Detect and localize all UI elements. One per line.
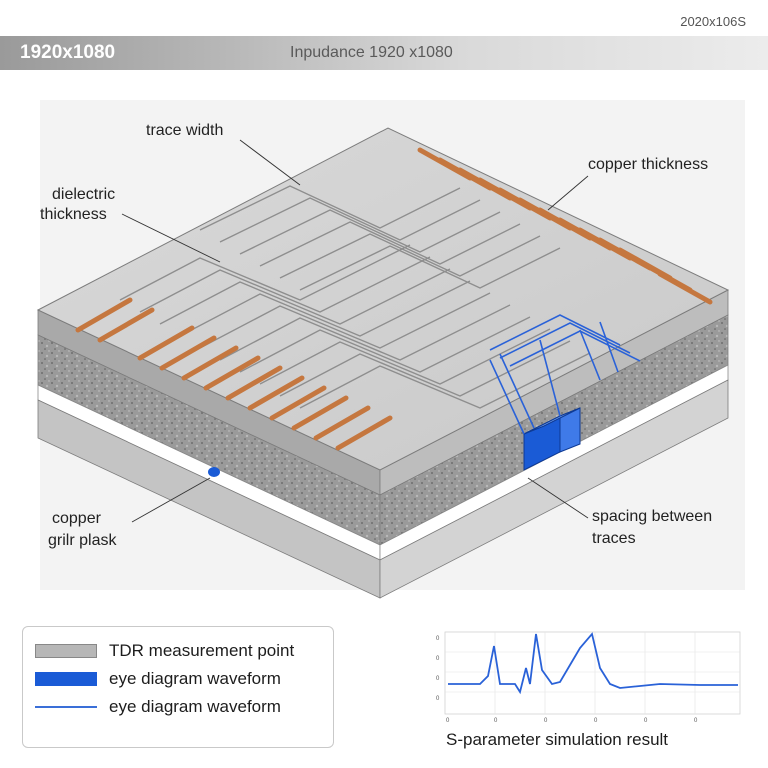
svg-text:0: 0 <box>644 718 648 724</box>
left-copper-pins <box>75 297 393 451</box>
line-swatch-icon <box>35 706 97 708</box>
gray-swatch-icon <box>35 644 97 658</box>
legend-label: eye diagram waveform <box>109 669 281 688</box>
callout-lines <box>121 139 589 523</box>
legend-label: eye diagram waveform <box>109 697 281 716</box>
title-impedance-label: Inpudance 1920 x1080 <box>290 44 453 61</box>
routed-traces <box>119 185 591 409</box>
right-copper-pins <box>417 147 713 305</box>
title-bar: 1920x1080 Inpudance 1920 x1080 <box>0 36 768 70</box>
svg-text:0: 0 <box>436 696 440 702</box>
label-dielectric-line2: thickness <box>40 206 107 223</box>
via-stripes <box>489 321 619 435</box>
sparam-plot-area <box>444 631 741 715</box>
svg-text:0: 0 <box>446 718 450 724</box>
svg-text:0: 0 <box>436 656 440 662</box>
title-resolution-label: 1920x1080 <box>20 42 116 63</box>
sparam-curve <box>448 632 738 695</box>
sparam-caption: S-parameter simulation result <box>446 730 669 749</box>
legend-item-tdr: TDR measurement point <box>35 641 294 661</box>
legend-label: TDR measurement point <box>109 641 295 660</box>
svg-text:0: 0 <box>436 636 440 642</box>
svg-text:0: 0 <box>594 718 598 724</box>
via-block-top <box>523 407 581 435</box>
corner-resolution-stamp: 2020x106S <box>680 14 746 29</box>
svg-text:0: 0 <box>436 676 440 682</box>
label-spacing-line2: traces <box>592 530 636 547</box>
sparam-plot: 0 0 0 0 0 0 0 0 0 0 <box>436 631 741 724</box>
tdr-point-marker <box>208 467 220 477</box>
blue-swatch-icon <box>35 672 97 686</box>
label-trace-width: trace width <box>146 122 224 139</box>
label-dielectric-line1: dielectric <box>52 186 116 203</box>
legend-item-eye-line: eye diagram waveform <box>35 697 281 717</box>
board-right-face-bottom-layer <box>379 379 729 599</box>
label-spacing-line1: spacing between <box>592 508 713 525</box>
label-copper-plask-line1: copper <box>52 510 101 527</box>
label-copper-plask-line2: grilr plask <box>48 532 117 549</box>
legend-box: TDR measurement point eye diagram wavefo… <box>22 626 334 748</box>
svg-text:0: 0 <box>494 718 498 724</box>
legend-item-eye-box: eye diagram waveform <box>35 669 281 689</box>
label-copper-thickness: copper thickness <box>588 156 709 173</box>
svg-text:0: 0 <box>694 718 698 724</box>
svg-text:0: 0 <box>544 718 548 724</box>
